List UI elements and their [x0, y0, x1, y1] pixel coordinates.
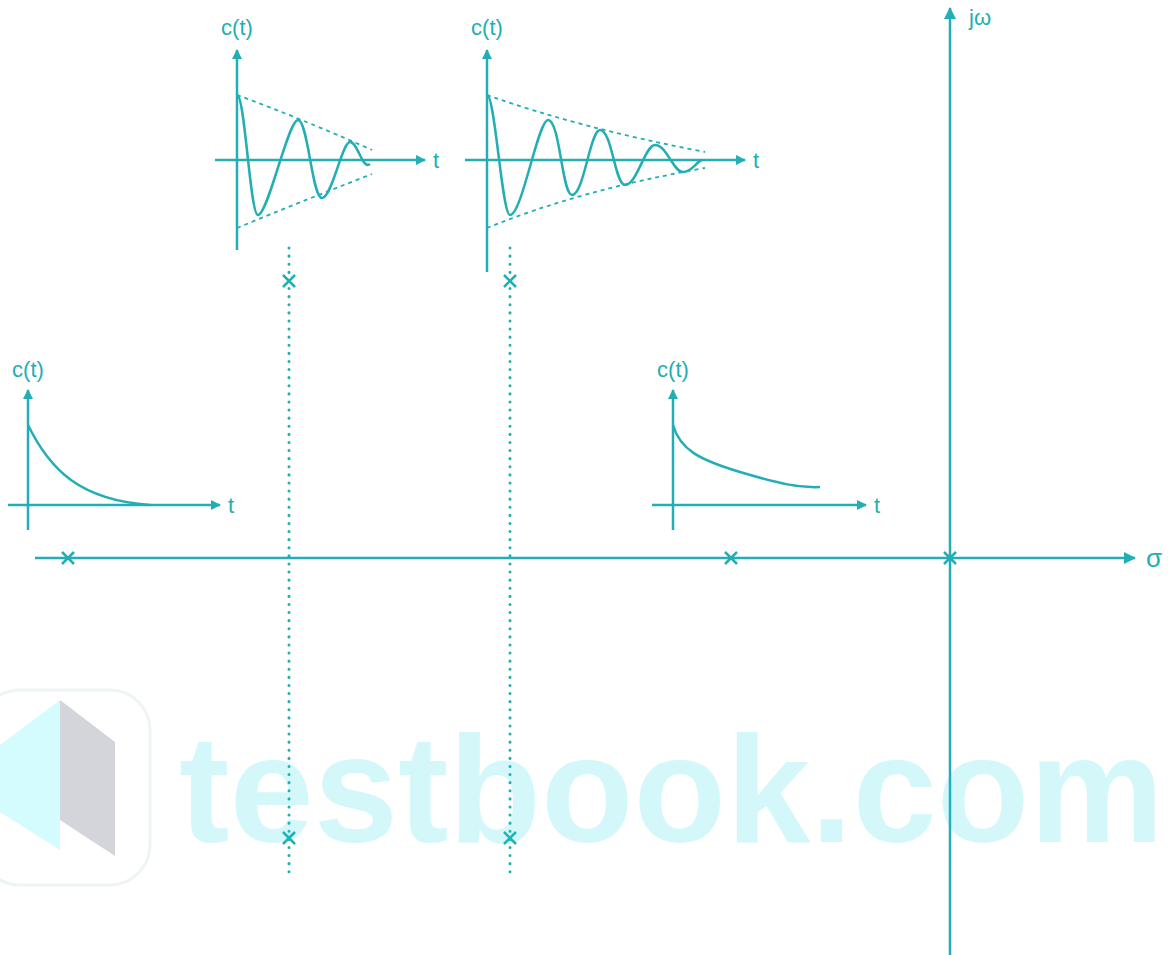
axis-label: c(t) [471, 17, 503, 39]
axis-label: c(t) [221, 17, 253, 39]
watermark: testbook.com [179, 714, 1164, 866]
axis-label: jω [969, 7, 991, 29]
axis-label: t [228, 495, 234, 517]
response-plot-4 [652, 390, 866, 530]
axis-label: t [433, 150, 439, 172]
axis-label: c(t) [657, 359, 689, 381]
response-plot-2 [465, 50, 745, 272]
response-plot-1 [215, 50, 425, 250]
axis-label: σ [1146, 545, 1162, 571]
axis-label: t [874, 495, 880, 517]
response-plot-3 [8, 390, 220, 530]
watermark-logo [0, 690, 150, 885]
axis-label: t [753, 150, 759, 172]
axis-label: c(t) [12, 359, 44, 381]
